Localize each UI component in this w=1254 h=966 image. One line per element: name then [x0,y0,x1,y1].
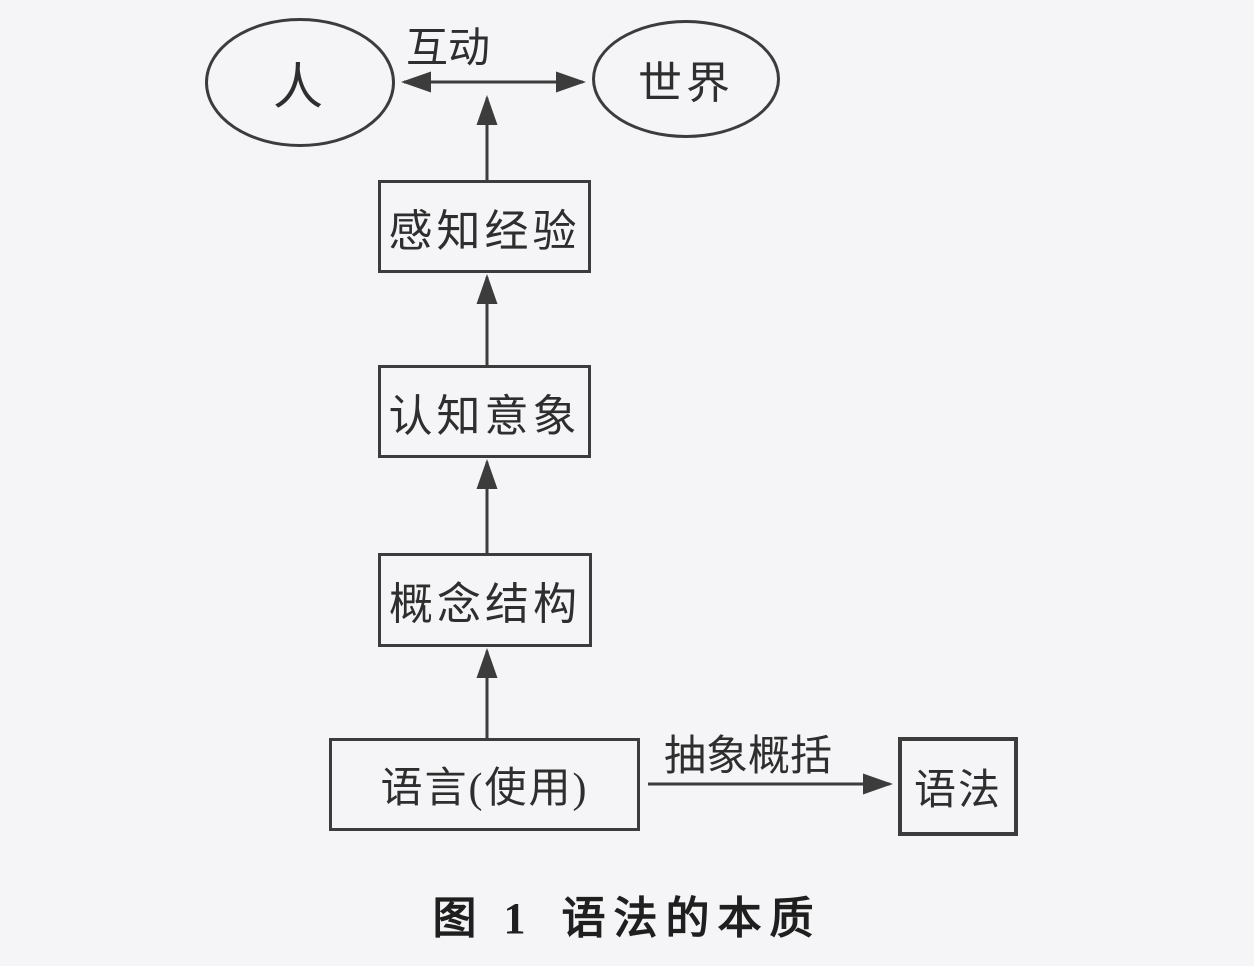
node-grammar-label: 语法 [913,768,1002,814]
node-perceptual-experience: 感知经验 [378,180,591,273]
figure-caption-label: 图 1 [432,894,534,943]
edge-label-abstraction: 抽象概括 [663,734,832,780]
node-conceptual-structure-label: 概念结构 [389,580,581,629]
figure-caption-title: 语法的本质 [561,894,822,943]
node-cognitive-imagery: 认知意象 [378,365,591,458]
node-language-use: 语言(使用) [329,738,640,831]
node-world: 世界 [592,20,780,138]
node-perceptual-experience-label: 感知经验 [388,206,581,256]
node-person-label: 人 [273,58,327,115]
figure-caption: 图 1 语法的本质 [0,882,1254,946]
node-world-label: 世界 [638,59,734,108]
node-language-use-label: 语言(使用) [380,766,589,812]
edge-label-interaction: 互动 [405,26,490,72]
node-grammar: 语法 [898,737,1018,836]
node-conceptual-structure: 概念结构 [378,553,592,647]
node-person: 人 [205,18,395,147]
node-cognitive-imagery-label: 认知意象 [388,391,581,441]
